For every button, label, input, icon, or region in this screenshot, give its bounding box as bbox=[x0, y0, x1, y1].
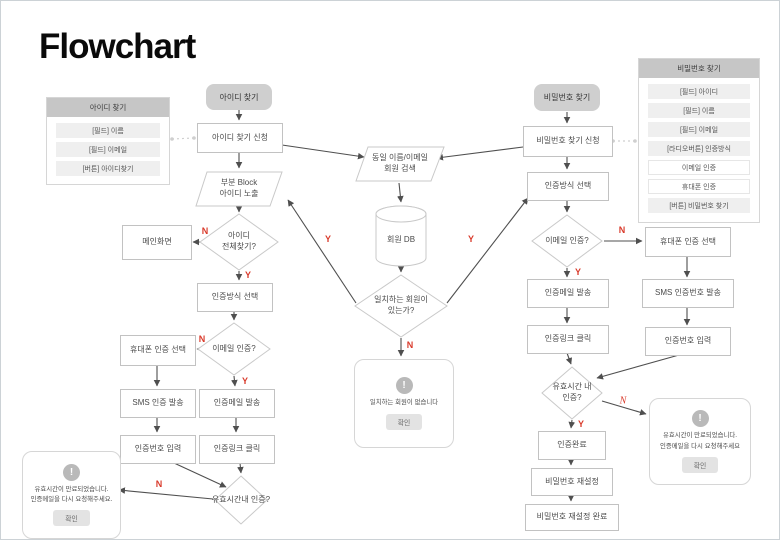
node-member-db: 회원 DB bbox=[375, 205, 427, 267]
node-pw-auth-method-select: 인증방식 선택 bbox=[527, 172, 609, 201]
node-member-db-label: 회원 DB bbox=[386, 234, 416, 244]
decision-valid-time: 유효시간내 인증? bbox=[212, 475, 270, 525]
panel-id-find-header: 아이디 찾기 bbox=[47, 98, 169, 117]
decision-id-full-find: 아이디 전체찾기? bbox=[199, 213, 279, 271]
edge-label-no: N bbox=[619, 395, 627, 407]
edge-label-no: N bbox=[406, 340, 414, 350]
node-pw-email-send: 인증메일 발송 bbox=[527, 279, 609, 308]
modal-expired-right: ! 유효시간이 만료되었습니다. 인증메일을 다시 요청해주세요 확인 bbox=[649, 398, 751, 485]
node-email-send: 인증메일 발송 bbox=[199, 389, 275, 418]
decision-pw-email-auth: 이메일 인증? bbox=[531, 214, 603, 268]
panel-field-id: [필드] 아이디 bbox=[648, 84, 750, 99]
confirm-button: 확인 bbox=[53, 510, 90, 527]
node-id-request: 아이디 찾기 신청 bbox=[197, 123, 283, 153]
modal-expired-right-text: 유효시간이 만료되었습니다. 인증메일을 다시 요청해주세요 bbox=[660, 432, 740, 450]
node-pw-code-input: 인증번호 입력 bbox=[645, 327, 731, 356]
node-member-search: 동일 이름/이메일 회원 검색 bbox=[355, 146, 445, 182]
modal-no-match-text: 일치하는 회원이 없습니다 bbox=[369, 399, 439, 407]
edge-label-no: N bbox=[618, 225, 626, 235]
edge-label-yes: Y bbox=[324, 234, 332, 244]
panel-pw-find-header: 비밀번호 찾기 bbox=[639, 59, 759, 78]
decision-valid-time-label: 유효시간내 인증? bbox=[211, 494, 271, 504]
panel-field-email: [필드] 이메일 bbox=[56, 142, 160, 157]
page-title: Flowchart bbox=[39, 27, 196, 66]
node-pw-find-start: 비밀번호 찾기 bbox=[534, 84, 600, 111]
node-code-input: 인증번호 입력 bbox=[120, 435, 196, 464]
edge-label-no: N bbox=[198, 334, 206, 344]
node-link-click: 인증링크 클릭 bbox=[199, 435, 275, 464]
edge-label-no: N bbox=[155, 479, 163, 489]
node-pw-reset: 비밀번호 재설정 bbox=[531, 468, 613, 496]
panel-field-email: [필드] 이메일 bbox=[648, 122, 750, 137]
modal-no-match: ! 일치하는 회원이 없습니다 확인 bbox=[354, 359, 454, 448]
panel-pw-find: 비밀번호 찾기 [필드] 아이디 [필드] 이름 [필드] 이메일 [라디오버튼… bbox=[638, 58, 760, 223]
panel-radio-group-label: [라디오버튼] 인증방식 bbox=[648, 141, 750, 156]
edge-label-yes: Y bbox=[467, 234, 475, 244]
edge-label-yes: Y bbox=[241, 376, 249, 386]
node-sms-send: SMS 인증 발송 bbox=[120, 389, 196, 418]
decision-pw-email-auth-label: 이메일 인증? bbox=[545, 235, 589, 245]
alert-icon: ! bbox=[691, 410, 709, 428]
panel-button-find-pw: [버튼] 비밀번호 찾기 bbox=[648, 198, 750, 213]
edge-label-yes: Y bbox=[244, 270, 252, 280]
node-pw-sms-send: SMS 인증번호 발송 bbox=[642, 279, 734, 308]
decision-member-match-label: 일치하는 회원이 있는가? bbox=[374, 295, 428, 315]
node-member-search-label: 동일 이름/이메일 회원 검색 bbox=[372, 153, 428, 173]
panel-field-name: [필드] 이름 bbox=[56, 123, 160, 138]
panel-id-find: 아이디 찾기 [필드] 이름 [필드] 이메일 [버튼] 아이디찾기 bbox=[46, 97, 170, 185]
alert-icon: ! bbox=[63, 463, 80, 481]
edge-label-no: N bbox=[201, 226, 209, 236]
decision-pw-valid-time: 유효시간 내 인증? bbox=[541, 366, 603, 420]
node-pw-auth-complete: 인증완료 bbox=[538, 431, 606, 460]
edge-label-yes: Y bbox=[574, 267, 582, 277]
node-auth-method-select: 인증방식 선택 bbox=[197, 283, 273, 312]
decision-id-full-find-label: 아이디 전체찾기? bbox=[222, 231, 256, 251]
node-pw-request: 비밀번호 찾기 신청 bbox=[523, 126, 613, 157]
decision-pw-valid-time-label: 유효시간 내 인증? bbox=[552, 382, 592, 402]
node-pw-reset-complete: 비밀번호 재설정 완료 bbox=[525, 504, 619, 531]
modal-expired-left: ! 유효시간이 만료되었습니다. 인증메일을 다시 요청해주세요. 확인 bbox=[22, 451, 121, 539]
panel-button-find-id: [버튼] 아이디찾기 bbox=[56, 161, 160, 176]
panel-field-name: [필드] 이름 bbox=[648, 103, 750, 118]
node-id-expose: 부분 Block 아이디 노출 bbox=[195, 171, 283, 207]
node-main-screen: 메인화면 bbox=[122, 225, 192, 260]
confirm-button: 확인 bbox=[681, 456, 719, 473]
decision-member-match: 일치하는 회원이 있는가? bbox=[354, 274, 448, 338]
node-pw-link-click: 인증링크 클릭 bbox=[527, 325, 609, 354]
confirm-button: 확인 bbox=[385, 413, 423, 430]
node-phone-auth-select: 휴대폰 인증 선택 bbox=[120, 335, 196, 366]
decision-email-auth: 이메일 인증? bbox=[197, 322, 271, 376]
decision-email-auth-label: 이메일 인증? bbox=[212, 343, 256, 353]
panel-radio-phone-auth: 휴대폰 인증 bbox=[648, 179, 750, 194]
node-id-expose-label: 부분 Block 아이디 노출 bbox=[219, 178, 259, 198]
node-pw-phone-auth-select: 휴대폰 인증 선택 bbox=[645, 227, 731, 257]
modal-expired-left-text: 유효시간이 만료되었습니다. 인증메일을 다시 요청해주세요. bbox=[30, 485, 113, 503]
alert-icon: ! bbox=[395, 377, 413, 395]
node-id-find-start: 아이디 찾기 bbox=[206, 84, 272, 110]
panel-radio-email-auth: 이메일 인증 bbox=[648, 160, 750, 175]
edge-label-yes: Y bbox=[577, 419, 585, 429]
